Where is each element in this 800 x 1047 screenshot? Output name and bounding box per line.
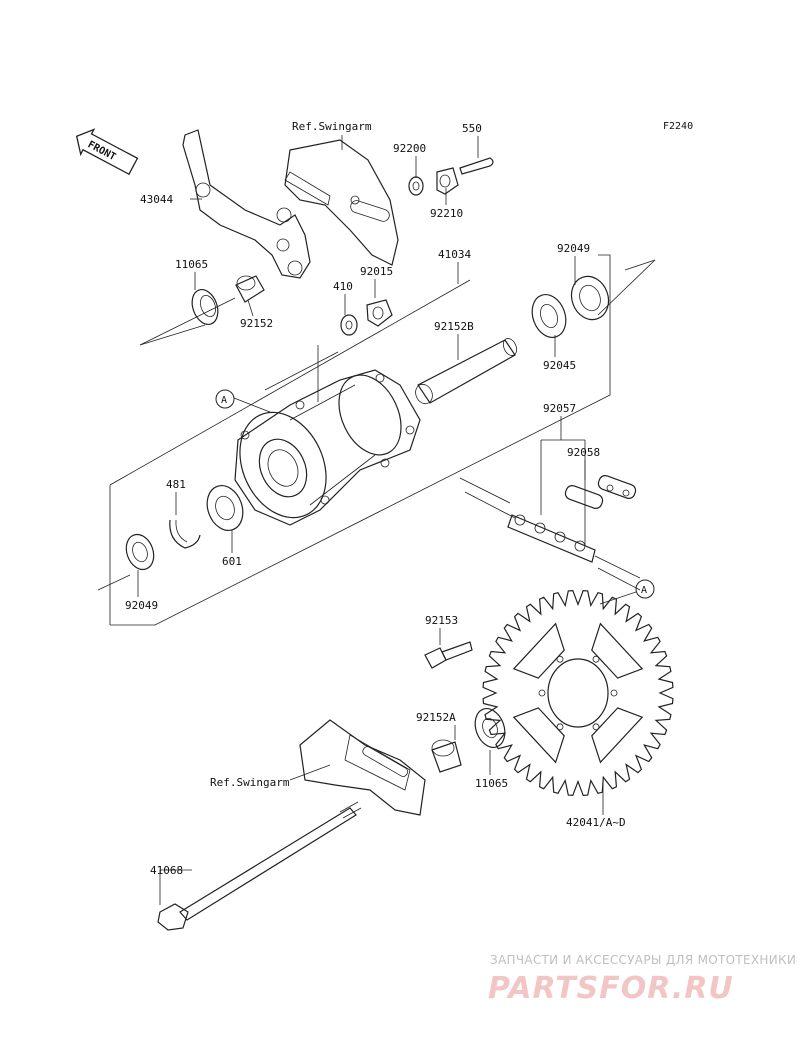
label-92057: 92057 [543,402,576,415]
sprocket-bolt-hole [592,655,600,663]
bearing-92045 [531,294,567,338]
label-92045: 92045 [543,359,576,372]
washer-410 [340,314,358,336]
cotter-pin-550 [459,157,494,175]
swingarm-ref-top [284,139,399,266]
washer-92200 [408,176,424,196]
label-92049-bottom: 92049 [125,599,158,612]
sprocket-bolt-hole [538,689,546,697]
watermark-brand: PARTSFOR.RU [488,971,734,1006]
label-11065-bottom: 11065 [475,777,508,790]
label-41034: 41034 [438,248,471,261]
collar-92152 [235,275,265,303]
label-410: 410 [333,280,353,293]
axle-frame-lines [97,254,656,626]
axle-41068 [157,801,362,931]
label-601: 601 [222,555,242,568]
watermark-tagline: ЗАПЧАСТИ И АКСЕССУАРЫ ДЛЯ МОТОТЕХНИКИ [490,953,796,967]
seal-92049-bottom [125,533,155,571]
collar-92152A [431,739,462,773]
master-link-92058 [564,475,637,509]
spacer-92152B [415,338,518,405]
sprocket-teeth [482,589,674,797]
torque-link-43044 [182,129,311,279]
sprocket-window [512,707,565,764]
sprocket-hub [547,658,609,728]
label-92015: 92015 [360,265,393,278]
svg-text:A: A [221,395,227,406]
label-481: 481 [166,478,186,491]
sprocket-bolt-hole [556,723,564,731]
label-92058: 92058 [567,446,600,459]
sprocket-bolt-hole [610,689,618,697]
label-92152A: 92152A [416,711,456,724]
circlip-481 [169,519,201,549]
leader-lines [137,135,604,905]
callout-a-upper: A [215,389,271,413]
label-550: 550 [462,122,482,135]
sprocket-window [512,622,565,679]
sprocket-bolt-hole [592,723,600,731]
sprocket-bolt-hole [556,655,564,663]
front-arrow-icon: FRONT [75,128,139,176]
seal-11065-bottom [474,708,506,748]
swingarm-ref-bottom [299,719,426,816]
label-43044: 43044 [140,193,173,206]
rear-hub-41034 [234,369,421,526]
svg-text:A: A [641,585,647,596]
sprocket-window [591,707,644,764]
bolt-92153 [424,641,473,669]
castle-nut-92210 [436,167,459,195]
seal-11065-top [191,288,219,326]
seal-92049-top [570,275,610,321]
ref-swingarm-top: Ref.Swingarm [292,120,372,133]
label-11065-top: 11065 [175,258,208,271]
diagram-code: F2240 [663,121,693,132]
drive-chain-92057 [459,477,641,591]
ref-swingarm-bottom: Ref.Swingarm [210,776,290,789]
label-92200: 92200 [393,142,426,155]
sprocket-42041 [482,589,674,797]
label-92152: 92152 [240,317,273,330]
label-92153: 92153 [425,614,458,627]
label-41068: 41068 [150,864,183,877]
label-92049-top: 92049 [557,242,590,255]
bearing-601 [206,485,244,531]
label-42041: 42041/A~D [566,816,626,829]
nut-92015 [366,299,393,327]
callout-a-lower: A [599,579,655,605]
label-92152B: 92152B [434,320,474,333]
label-92210: 92210 [430,207,463,220]
sprocket-window [591,622,644,679]
